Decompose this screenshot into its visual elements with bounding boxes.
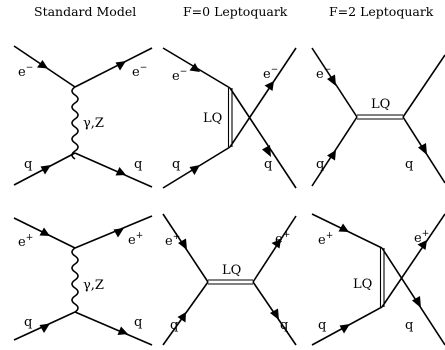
diagram-f0-electron-quark: e− e− LQ q q	[162, 47, 297, 189]
fermion-arrow	[189, 165, 200, 175]
fermion-arrow	[327, 74, 336, 86]
propagator-label-lq: LQ	[371, 97, 390, 112]
propagator-label-lq: LQ	[203, 111, 222, 126]
outgoing-quark-line	[74, 152, 153, 188]
fermion-arrow	[271, 239, 281, 249]
incoming-quark-label: q	[24, 157, 32, 172]
incoming-electron-label: e−	[172, 67, 187, 84]
fermion-arrow	[178, 238, 187, 250]
fermion-arrow	[418, 143, 427, 155]
outgoing-quark-line	[229, 87, 297, 189]
photon-z-propagator	[71, 86, 79, 160]
fermion-arrow	[115, 61, 126, 71]
propagator-label-gamma-z: γ,Z	[83, 116, 104, 131]
outgoing-electron-line	[229, 47, 297, 148]
photon-z-propagator	[71, 247, 79, 313]
outgoing-electron-line	[74, 47, 153, 88]
outgoing-quark-label: q	[405, 157, 413, 172]
incoming-positron-label: e+	[165, 232, 180, 249]
fermion-arrow	[412, 296, 421, 308]
outgoing-positron-label: e+	[275, 230, 290, 247]
incoming-positron-label: e+	[318, 231, 333, 248]
outgoing-quark-line	[74, 311, 153, 346]
incoming-quark-label: q	[316, 157, 324, 172]
outgoing-quark-label: q	[280, 318, 288, 333]
diagram-sm-positron-quark: e+ e+ γ,Z q q	[13, 215, 153, 346]
diagram-f2-electron-quark: e− LQ q q	[311, 47, 445, 187]
outgoing-positron-label: e+	[414, 229, 429, 246]
incoming-quark-label: q	[172, 157, 180, 172]
outgoing-positron-label: e+	[128, 231, 143, 248]
outgoing-positron-line	[74, 215, 153, 249]
incoming-quark-label: q	[318, 318, 326, 333]
fermion-arrow	[115, 167, 126, 176]
column-title-standard-model: Standard Model	[34, 4, 137, 19]
propagator-label-lq: LQ	[222, 263, 241, 278]
incoming-electron-label: e−	[18, 63, 33, 80]
fermion-arrow	[177, 312, 186, 323]
outgoing-quark-label: q	[405, 318, 413, 333]
outgoing-electron-label: e−	[132, 63, 147, 80]
incoming-quark-label: q	[24, 315, 32, 330]
outgoing-quark-label: q	[134, 315, 142, 330]
propagator-label-lq: LQ	[353, 277, 372, 292]
diagram-f2-positron-quark: e+ e+ LQ q q	[311, 213, 445, 346]
propagator-label-gamma-z: γ,Z	[83, 278, 104, 293]
fermion-arrow	[39, 323, 50, 333]
diagram-sm-electron-quark: e− e− γ,Z q q	[13, 45, 153, 188]
incoming-electron-label: e−	[316, 65, 331, 82]
diagram-f0-positron-quark: e+ e+ LQ q q	[162, 213, 297, 346]
outgoing-electron-line	[402, 54, 445, 118]
incoming-quark-label: q	[170, 318, 178, 333]
column-title-f2-leptoquark: F=2 Leptoquark	[329, 4, 434, 19]
fermion-arrow	[117, 326, 128, 335]
outgoing-positron-line	[252, 215, 297, 283]
fermion-arrow	[270, 308, 279, 320]
outgoing-quark-label: q	[134, 157, 142, 172]
outgoing-quark-line	[381, 247, 445, 346]
fermion-arrow	[339, 324, 350, 334]
fermion-arrow	[264, 81, 274, 91]
fermion-arrow	[113, 228, 124, 238]
fermion-arrow	[39, 227, 50, 236]
fermion-arrow	[40, 165, 51, 175]
fermion-arrow	[262, 145, 271, 157]
outgoing-electron-label: e−	[263, 65, 278, 82]
fermion-arrow	[338, 223, 349, 232]
column-title-f0-leptoquark: F=0 Leptoquark	[183, 4, 288, 19]
outgoing-quark-label: q	[264, 157, 272, 172]
fermion-arrow	[189, 63, 200, 72]
fermion-arrow	[417, 240, 427, 250]
incoming-positron-label: e+	[18, 233, 33, 250]
outgoing-positron-line	[381, 213, 445, 308]
fermion-arrow	[327, 150, 336, 161]
fermion-arrow	[37, 60, 48, 69]
